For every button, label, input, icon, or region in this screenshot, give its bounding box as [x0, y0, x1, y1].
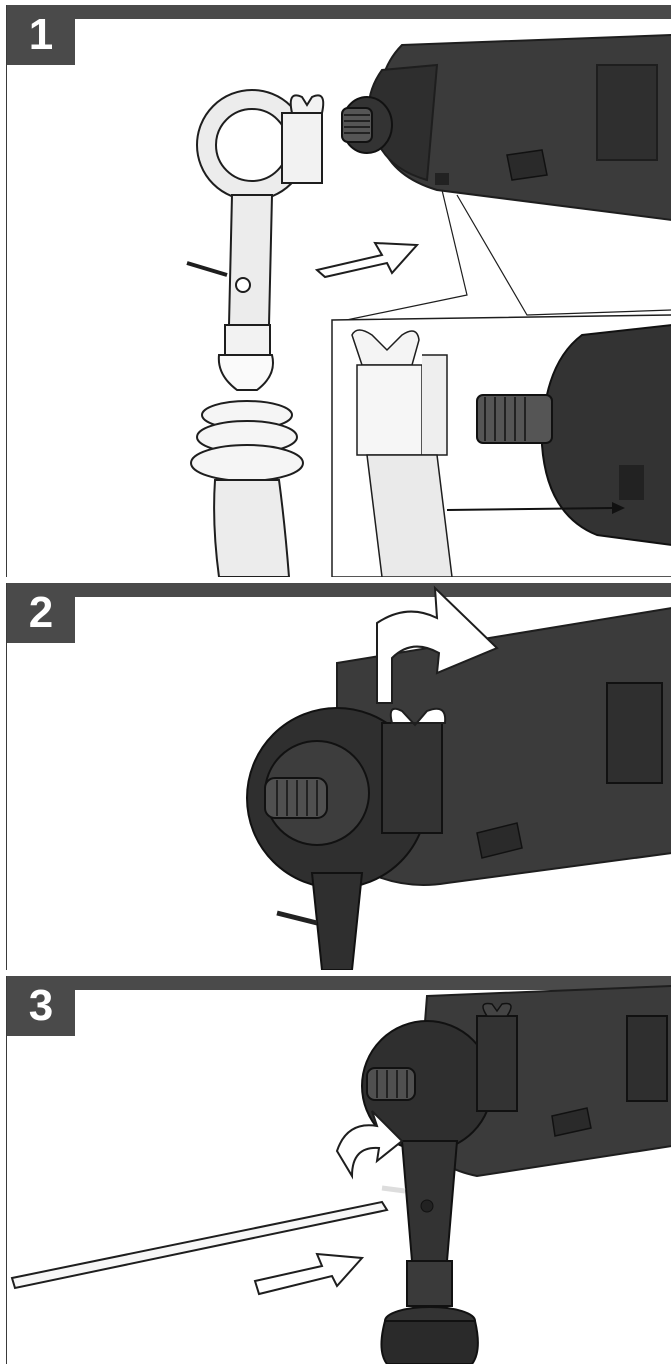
depth-rod	[10, 1200, 389, 1290]
step-2-panel: 2	[6, 583, 671, 970]
panel-1-top-bar	[7, 5, 671, 19]
step-3-panel: 3	[6, 976, 671, 1364]
step-1-illustration	[186, 34, 671, 577]
rotate-arrow-icon	[376, 585, 499, 704]
drill-tool	[341, 34, 671, 221]
step-1-panel: 1	[6, 5, 671, 577]
step-3-number: 3	[7, 976, 75, 1036]
step-2-illustration	[246, 585, 671, 970]
detail-inset	[331, 314, 671, 577]
step-2-number: 2	[7, 583, 75, 643]
wing-nut	[389, 707, 447, 727]
step-1-number: 1	[7, 5, 75, 65]
rotate-arrow-icon	[335, 1110, 404, 1180]
side-handle	[186, 89, 325, 577]
drill-tool	[246, 607, 671, 970]
panel-2-top-bar	[7, 583, 671, 597]
step-3-illustration	[10, 985, 671, 1364]
drill-tool	[361, 985, 671, 1364]
insert-direction-arrow-icon	[253, 1252, 365, 1296]
insert-direction-arrow-icon	[314, 241, 420, 279]
panel-3-top-bar	[7, 976, 671, 990]
